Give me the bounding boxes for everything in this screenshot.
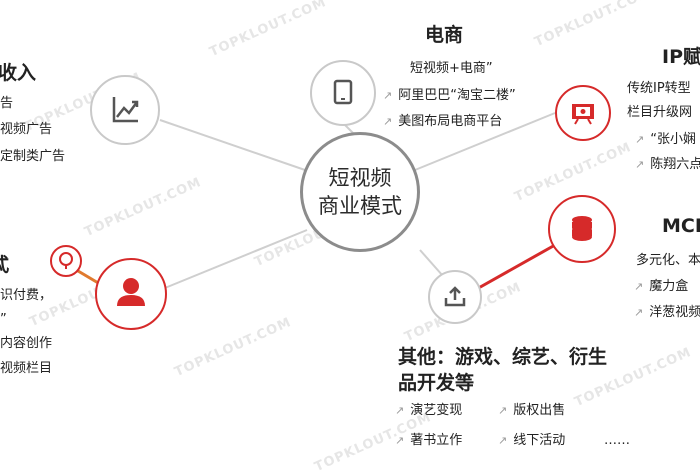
ecommerce-item: ↗阿里巴巴“淘宝二楼” — [383, 88, 516, 103]
arrow-icon: ↗ — [395, 434, 405, 447]
content-node — [95, 258, 167, 330]
database-icon — [572, 216, 592, 241]
presentation-icon — [572, 104, 594, 125]
other-title-line1: 其他：游戏、综艺、衍生 — [398, 346, 608, 368]
mcn-title: MCN — [662, 215, 700, 237]
trend-chart-icon — [112, 97, 139, 123]
ip-item: ↗“张小娴 — [635, 132, 696, 147]
link-mcn — [474, 243, 556, 292]
arrow-icon: ↗ — [383, 115, 393, 128]
arrow-icon: ↗ — [395, 404, 405, 417]
ip-item: ↗陈翔六点 — [635, 157, 700, 172]
content-item: ” — [0, 312, 7, 327]
tablet-icon — [333, 79, 353, 105]
ad-item: 视频广告 — [0, 122, 53, 137]
link-content — [159, 229, 308, 291]
ip-item: 传统IP转型 — [627, 81, 691, 96]
ecommerce-node — [310, 60, 376, 126]
other-item: ↗著书立作 — [395, 433, 463, 448]
other-item: ↗版权出售 — [498, 403, 566, 418]
content-small-node — [50, 245, 82, 277]
person-icon — [117, 278, 145, 306]
center-title-line2: 商业模式 — [318, 194, 402, 218]
other-node — [428, 270, 482, 324]
ip-item: 栏目升级网 — [627, 105, 693, 120]
ip-title: IP赋 — [662, 46, 700, 68]
ad-title: 收入 — [0, 62, 37, 84]
ecommerce-item: ↗美图布局电商平台 — [383, 114, 503, 129]
arrow-icon: ↗ — [383, 89, 393, 102]
mcn-node — [548, 195, 616, 263]
ad-item: 告 — [0, 96, 14, 111]
center-node: 短视频 商业模式 — [300, 132, 420, 252]
ecommerce-item: 短视频+电商” — [410, 61, 493, 76]
arrow-icon: ↗ — [635, 158, 645, 171]
ip-node — [555, 85, 611, 141]
mcn-item: ↗洋葱视频 — [634, 305, 700, 320]
map-pin-icon — [59, 252, 73, 269]
arrow-icon: ↗ — [498, 404, 508, 417]
content-title: 忒 — [0, 250, 9, 277]
content-item: 内容创作 — [0, 336, 53, 351]
arrow-icon: ↗ — [498, 434, 508, 447]
content-item: 识付费， — [0, 288, 53, 303]
ecommerce-title: 电商 — [425, 24, 464, 46]
content-item: 视频栏目 — [0, 361, 53, 376]
link-ad — [159, 119, 306, 171]
arrow-icon: ↗ — [634, 280, 644, 293]
ad-node — [90, 75, 160, 145]
arrow-icon: ↗ — [634, 306, 644, 319]
arrow-icon: ↗ — [635, 133, 645, 146]
other-item: ↗线下活动 — [498, 433, 566, 448]
mcn-item: ↗魔力盒 — [634, 279, 689, 294]
mcn-item: 多元化、本 — [636, 253, 700, 268]
other-title-line2: 品开发等 — [398, 372, 475, 394]
upload-icon — [444, 286, 466, 307]
ad-item: 定制类广告 — [0, 149, 66, 164]
link-ip — [414, 112, 556, 171]
other-item: ↗演艺变现 — [395, 403, 463, 418]
other-item: …… — [604, 433, 630, 448]
center-title-line1: 短视频 — [328, 166, 392, 190]
